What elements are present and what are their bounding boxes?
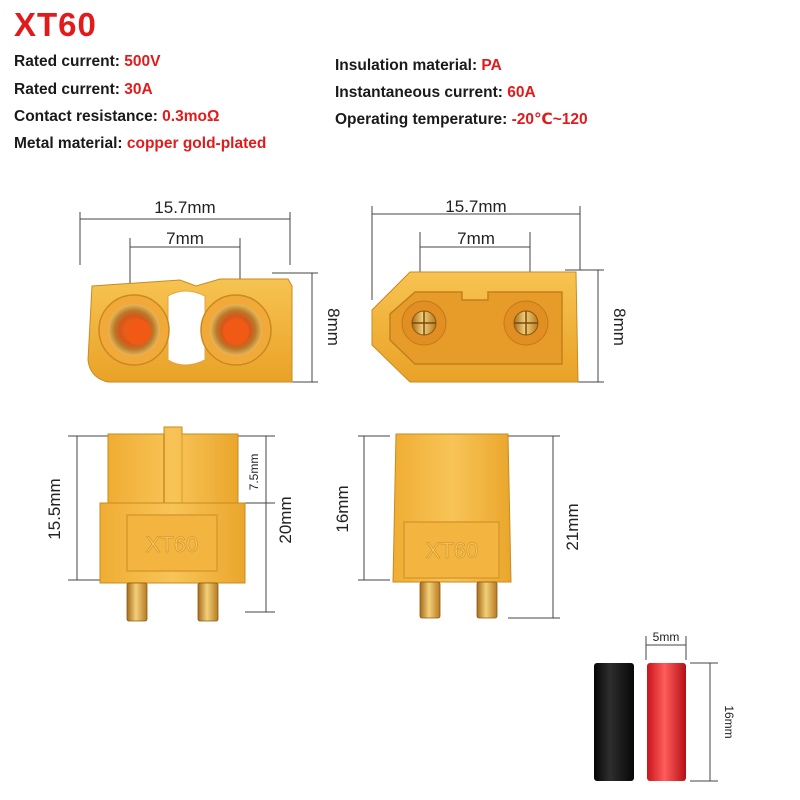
male-side-view: 16mm 21mm XT60 bbox=[333, 433, 582, 619]
spec-value: copper gold-plated bbox=[126, 135, 267, 152]
dim-pitch: 7mm bbox=[457, 229, 495, 248]
spec-label: Rated current: bbox=[14, 81, 125, 98]
black-wire bbox=[594, 663, 634, 781]
dim-height: 8mm bbox=[610, 308, 629, 346]
dimension-lines bbox=[645, 636, 718, 782]
spec-label: Operating temperature: bbox=[335, 111, 512, 128]
spec-label: Contact resistance: bbox=[14, 108, 163, 125]
dim-wire-length: 16mm bbox=[722, 705, 736, 738]
dim-height: 8mm bbox=[324, 308, 343, 346]
spec-value: 0.3moΩ bbox=[162, 108, 220, 125]
dim-tab-height: 7.5mm bbox=[247, 454, 261, 491]
dimension-lines bbox=[68, 435, 275, 613]
dimension-lines bbox=[358, 435, 560, 619]
dim-total-height: 21mm bbox=[563, 503, 582, 550]
spec-label: Rated current: bbox=[14, 53, 125, 70]
spec-instantaneous-current: Instantaneous current: 60A bbox=[335, 84, 536, 102]
spec-value: -20℃~120 bbox=[511, 111, 588, 128]
dim-body-height: 16mm bbox=[333, 485, 352, 532]
dim-wire-width: 5mm bbox=[653, 630, 680, 644]
dim-total-height: 20mm bbox=[276, 496, 295, 543]
spec-value: 60A bbox=[507, 84, 536, 101]
spec-value: 30A bbox=[124, 81, 153, 98]
spec-rated-voltage: Rated current: 500V bbox=[14, 53, 160, 71]
dim-pitch: 7mm bbox=[166, 229, 204, 248]
spec-rated-current: Rated current: 30A bbox=[14, 81, 153, 99]
product-title: XT60 bbox=[14, 6, 97, 43]
female-front-view: 15.7mm 7mm 8mm bbox=[79, 198, 343, 383]
dim-body-height: 15.5mm bbox=[45, 478, 64, 539]
red-wire bbox=[647, 663, 686, 781]
spec-label: Insulation material: bbox=[335, 57, 482, 74]
xt60-embossed-mark: XT60 bbox=[146, 532, 199, 557]
dim-width: 15.7mm bbox=[154, 198, 215, 217]
spec-contact-resistance: Contact resistance: 0.3moΩ bbox=[14, 108, 219, 126]
spec-label: Metal material: bbox=[14, 135, 127, 152]
female-side-view: 15.5mm 7.5mm 20mm XT60 bbox=[45, 426, 295, 622]
spec-metal-material: Metal material: copper gold-plated bbox=[14, 135, 266, 153]
xt60-embossed-mark: XT60 bbox=[426, 538, 479, 563]
spec-insulation-material: Insulation material: PA bbox=[335, 57, 502, 75]
spec-operating-temperature: Operating temperature: -20℃~120 bbox=[335, 110, 588, 129]
male-front-view: 15.7mm 7mm 8mm bbox=[371, 197, 629, 383]
dim-width: 15.7mm bbox=[445, 197, 506, 216]
spec-label: Instantaneous current: bbox=[335, 84, 508, 101]
spec-value: 500V bbox=[124, 53, 161, 70]
spec-value: PA bbox=[481, 57, 502, 74]
heatshrink-wires: 5mm 16mm bbox=[594, 630, 736, 782]
